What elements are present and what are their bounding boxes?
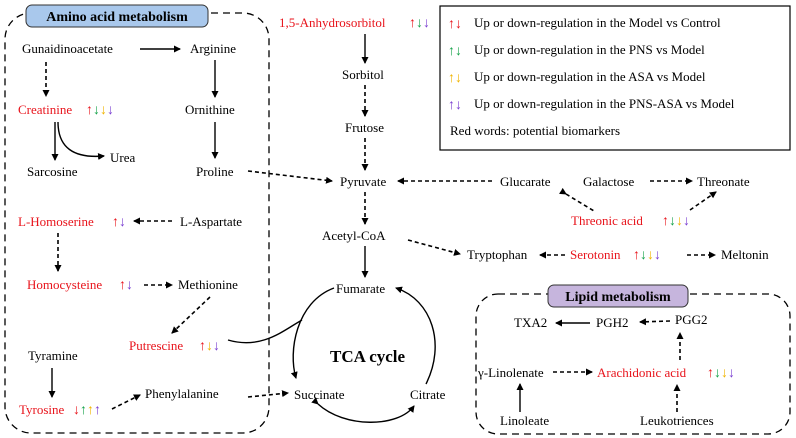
node-methionine: Methionine: [178, 277, 238, 292]
edge-threonicacid-threonate: [689, 191, 717, 211]
node-leukotriences: Leukotriences: [640, 413, 714, 428]
node-tyrosine: Tyrosine: [19, 402, 65, 417]
node-citrate: Citrate: [410, 387, 446, 402]
arachidonic-acid-arrows: ↑↓↓↓: [707, 366, 735, 381]
node-phenylalanine: Phenylalanine: [145, 386, 219, 401]
node-pgg2: PGG2: [675, 312, 708, 327]
legend-label: Up or down-regulation in the ASA vs Mode…: [474, 69, 706, 84]
creatinine-arrows: ↑↓↓↓: [86, 103, 114, 118]
edge-threonicacid-glucarate: [559, 187, 595, 212]
node-urea: Urea: [110, 150, 135, 165]
homocysteine-arrows: ↑↓: [119, 278, 133, 293]
node-l-homoserine: L-Homoserine: [18, 214, 94, 229]
node-l-aspartate: L-Aspartate: [180, 214, 242, 229]
edge-tyrosine-phenylalanine: [111, 394, 141, 410]
node-homocysteine: Homocysteine: [27, 277, 102, 292]
amino-acid-title: Amino acid metabolism: [46, 10, 188, 25]
l-homoserine-arrows: ↑↓: [112, 215, 126, 230]
legend-up-arrow: ↑↓: [448, 98, 462, 113]
edge-putrescine-cycle: [227, 319, 303, 344]
node-serotonin: Serotonin: [570, 247, 621, 262]
node-txa2: TXA2: [514, 315, 547, 330]
node-sarcosine: Sarcosine: [27, 164, 78, 179]
node-proline: Proline: [196, 164, 234, 179]
node-creatinine: Creatinine: [18, 102, 72, 117]
legend-note: Red words: potential biomarkers: [450, 123, 620, 138]
legend-row-model: ↑↓ Up or down-regulation in the Model vs…: [448, 15, 721, 32]
legend-up-arrow: ↑↓: [448, 44, 462, 59]
node-arachidonic-acid: Arachidonic acid: [597, 365, 687, 380]
tca-cycle-title: TCA cycle: [330, 347, 406, 366]
lipid-title: Lipid metabolism: [565, 290, 671, 305]
legend-row-pns: ↑↓ Up or down-regulation in the PNS vs M…: [448, 42, 705, 59]
legend-label: Up or down-regulation in the PNS vs Mode…: [474, 42, 705, 57]
node-sorbitol: Sorbitol: [342, 67, 384, 82]
node-threonate: Threonate: [697, 174, 750, 189]
legend-box: [439, 5, 791, 151]
edge-creatinine-urea: [57, 121, 105, 161]
anhydrosorbitol-arrows: ↑↓↓: [409, 16, 430, 31]
edge-acetylcoa-tryptophan: [407, 239, 461, 256]
edge-phenylalanine-succinate: [247, 390, 289, 398]
legend-row-asa: ↑↓ Up or down-regulation in the ASA vs M…: [448, 69, 706, 86]
node-putrescine: Putrescine: [129, 338, 183, 353]
node-meltonin: Meltonin: [721, 247, 769, 262]
node-arginine: Arginine: [190, 41, 236, 56]
legend-up-arrow: ↑↓: [448, 71, 462, 86]
edge-proline-pyruvate: [247, 170, 333, 184]
node-frutose: Frutose: [345, 120, 384, 135]
tca-arc-fumarate-succinate: [290, 287, 335, 379]
node-tryptophan: Tryptophan: [467, 247, 528, 262]
legend-label: Up or down-regulation in the PNS-ASA vs …: [474, 96, 735, 111]
node-tyramine: Tyramine: [28, 348, 78, 363]
node-threonic-acid: Threonic acid: [571, 213, 643, 228]
edge-methionine-putrescine: [171, 296, 211, 334]
node-fumarate: Fumarate: [336, 281, 385, 296]
legend-up-arrow: ↑↓: [448, 17, 462, 32]
amino-acid-panel: [4, 12, 270, 434]
node-pyruvate: Pyruvate: [340, 174, 386, 189]
putrescine-arrows: ↑↓↓: [199, 339, 220, 354]
node-acetyl-coa: Acetyl-CoA: [322, 228, 386, 243]
legend-label: Up or down-regulation in the Model vs Co…: [474, 15, 721, 30]
lipid-header: [547, 284, 689, 308]
node-ornithine: Ornithine: [185, 102, 235, 117]
node-pgh2: PGH2: [596, 315, 629, 330]
node-succinate: Succinate: [294, 387, 345, 402]
node-glucarate: Glucarate: [500, 174, 551, 189]
node-anhydrosorbitol: 1,5-Anhydrosorbitol: [279, 15, 386, 30]
node-linolenate: γ-Linolenate: [477, 365, 544, 380]
serotonin-arrows: ↑↓↓↓: [633, 248, 661, 263]
node-galactose: Galactose: [583, 174, 634, 189]
node-gunaidinoacetate: Gunaidinoacetate: [22, 41, 113, 56]
tyrosine-arrows: ↓↑↑↑: [73, 403, 101, 418]
tca-arc-citrate-fumarate: [395, 286, 436, 385]
edge-pgg2-pgh2: [639, 318, 671, 326]
node-linoleate: Linoleate: [500, 413, 549, 428]
legend-row-pnsasa: ↑↓ Up or down-regulation in the PNS-ASA …: [448, 96, 735, 113]
threonic-acid-arrows: ↑↓↓↓: [662, 214, 690, 229]
tca-arc-succinate-citrate: [311, 397, 415, 423]
amino-acid-header: [25, 4, 209, 28]
